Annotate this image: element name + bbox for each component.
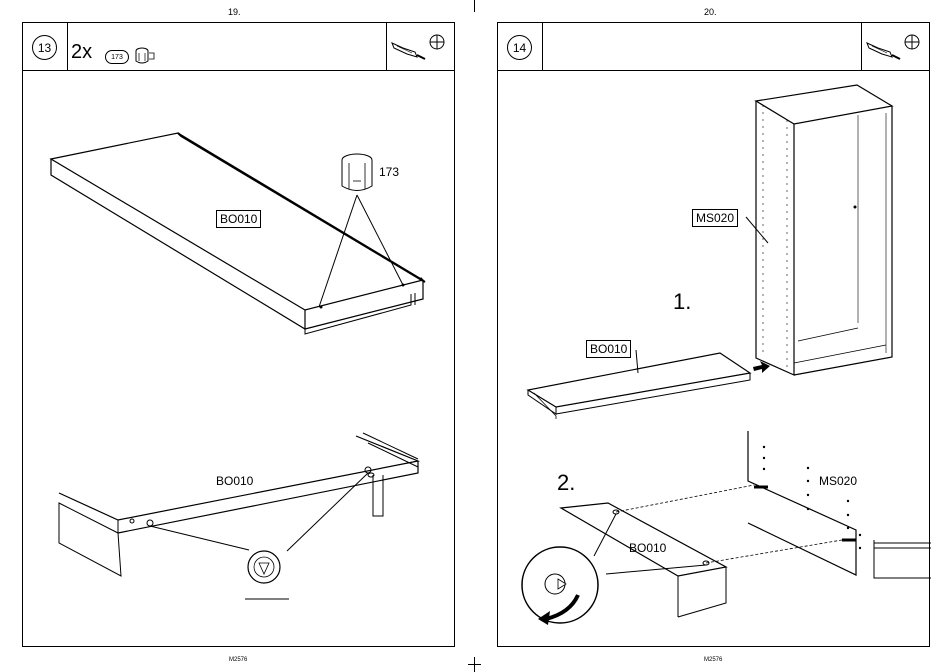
page-number-left: 19. [228, 7, 241, 17]
panel-detail-label: BO010 [216, 474, 253, 488]
substep-2-label: 2. [557, 470, 575, 496]
connection-detail-drawing [498, 23, 931, 648]
instruction-panel-step-14: 14 MS020 1. [497, 22, 930, 647]
footer-code-left: M2576 [229, 657, 247, 663]
crop-mark-bottom-h [468, 664, 481, 665]
footer-code-right: M2576 [704, 657, 722, 663]
page-number-right: 20. [704, 7, 717, 17]
panel-edge-detail-drawing [23, 23, 456, 648]
frame-detail-label: MS020 [819, 474, 857, 488]
shelf-detail-label: BO010 [629, 541, 666, 555]
crop-mark-top [474, 0, 475, 12]
instruction-panel-step-13: 13 2x 173 [22, 22, 455, 647]
